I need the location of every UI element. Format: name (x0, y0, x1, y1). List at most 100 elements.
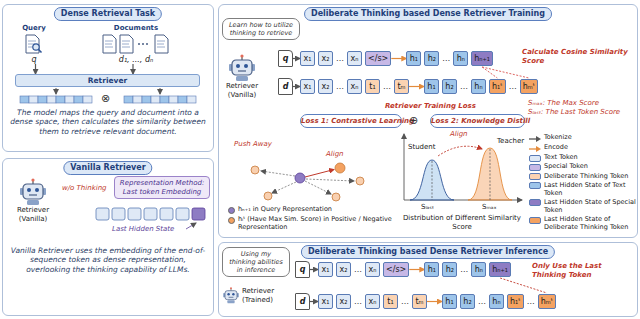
legend-text: hₙ₊₁ in Query Representation (238, 206, 332, 214)
robot-icon (222, 287, 240, 304)
token-box: hₙ₊₁ (471, 51, 493, 66)
documents-symbol: d₁, ..., dₙ (119, 55, 153, 64)
legend-swatch (529, 199, 541, 206)
robot-eye (244, 64, 248, 68)
student-curve (410, 160, 454, 200)
last-hidden-state-cell (192, 208, 205, 220)
robot-body (27, 200, 39, 205)
axis-label: Sₘₐₓ (482, 203, 497, 212)
node-text: h₂ (427, 52, 436, 65)
retriever-bar: Retriever (15, 74, 200, 87)
encode-arrow (409, 269, 424, 270)
page-line (157, 41, 165, 42)
token-box: h₁ᵗ (507, 294, 524, 309)
page (120, 35, 133, 53)
annotation: Retriever Training Loss (385, 102, 476, 111)
legend-item: Deliberate Thinking Token (529, 173, 636, 181)
node-text: q (296, 262, 309, 277)
vector-cell (74, 96, 83, 103)
negative-point (356, 177, 364, 185)
page-line (122, 44, 129, 45)
ellipsis: … (354, 262, 362, 277)
vector-cell (56, 96, 65, 103)
ellipsis: … (354, 294, 362, 309)
robot-caption: Retriever (Trained) (242, 287, 292, 304)
legend-item: hₙ₊₁ in Query Representation (228, 206, 398, 214)
document-icon: d (278, 78, 293, 95)
vector-cell (65, 96, 74, 103)
legend-item: Last Hidden State of Text Token (529, 182, 636, 198)
positive-point (335, 163, 345, 173)
align-arrow (438, 146, 482, 156)
page-line (105, 47, 113, 48)
ellipsis: … (336, 51, 344, 66)
description: The model maps the query and document in… (8, 108, 208, 136)
token-box: h₁ (424, 262, 439, 277)
token-box: t₁ (383, 294, 398, 309)
operator-symbol: ⊗ (101, 93, 110, 105)
robot-mouth (238, 70, 246, 71)
representation-box: Representation Method: Last token Embedd… (114, 176, 210, 199)
encode-arrow (391, 58, 406, 59)
arrow-line (529, 138, 537, 139)
legend-text: Deliberate Thinking Token (544, 173, 628, 181)
node-text: Representation Method: Last token Embedd… (119, 179, 205, 196)
documents-label: Documents (114, 24, 158, 33)
token-box: x₁ (318, 294, 333, 309)
ellipsis-dot (142, 43, 144, 45)
node-text: Retriever (16, 75, 199, 86)
legend-arrow (529, 145, 541, 153)
vector-cell (29, 96, 38, 103)
page (155, 35, 168, 53)
annotation: Push Away (234, 140, 272, 149)
arrowhead (536, 146, 541, 152)
token-cell (160, 208, 173, 220)
documents-icon (101, 34, 171, 54)
arrowhead (536, 136, 541, 142)
node-text: h₁ (427, 80, 436, 93)
query-icon (24, 34, 44, 54)
node-text: hₘᵗ (541, 295, 553, 308)
magnifier (33, 44, 39, 50)
negative-point (332, 193, 340, 201)
robot-caption: Retriever (Vanilla) (220, 82, 264, 99)
node-text: hₙ (456, 52, 465, 65)
token-box: h₂ (424, 51, 439, 66)
node-text: xₙ (368, 295, 377, 308)
speech-bubble: Using my thinking abilities in inference (222, 247, 290, 277)
page-line (105, 44, 112, 45)
document-icon: q (278, 50, 293, 67)
legend-text: Tokenize (544, 134, 572, 142)
ellipsis: … (401, 294, 409, 309)
panel-title: Deliberate Thinking based Dense Retrieve… (304, 7, 552, 21)
robot-eye (236, 64, 240, 68)
token-box: x₂ (336, 262, 351, 277)
legend-text: Encode (544, 144, 568, 152)
legend-item: Tokenize (529, 134, 636, 143)
magnifier-handle (38, 49, 41, 52)
ellipsis: … (478, 294, 486, 309)
annotation: Last Hidden State (112, 225, 174, 234)
token-box: hₙ₊₁ (489, 262, 511, 277)
node-text: h₂ (445, 263, 454, 276)
node-text: xₙ (350, 80, 359, 93)
tokenize-arrow (293, 86, 300, 87)
vector-cell (47, 96, 56, 103)
node-text: hₙ₊₁ (492, 263, 508, 276)
vector-cell (178, 96, 187, 103)
tokenize-arrow (35, 64, 36, 74)
token-box: h₁ (442, 294, 457, 309)
robot-head (225, 291, 237, 300)
vector-cell (142, 96, 151, 103)
legend-text: Last Hidden State of Deliberate Thinking… (544, 216, 636, 232)
ellipsis-dot (146, 43, 148, 45)
legend-swatch (529, 155, 541, 162)
legend-item: Text Token (529, 154, 636, 162)
token-box: h₂ (442, 262, 457, 277)
query-label: Query (22, 24, 46, 33)
ellipsis: … (509, 79, 517, 94)
legend-swatch (529, 182, 541, 189)
annotation: Only Use the Last Thinking Token (532, 262, 632, 279)
node-text: hₙ (474, 263, 483, 276)
negative-point (251, 166, 259, 174)
